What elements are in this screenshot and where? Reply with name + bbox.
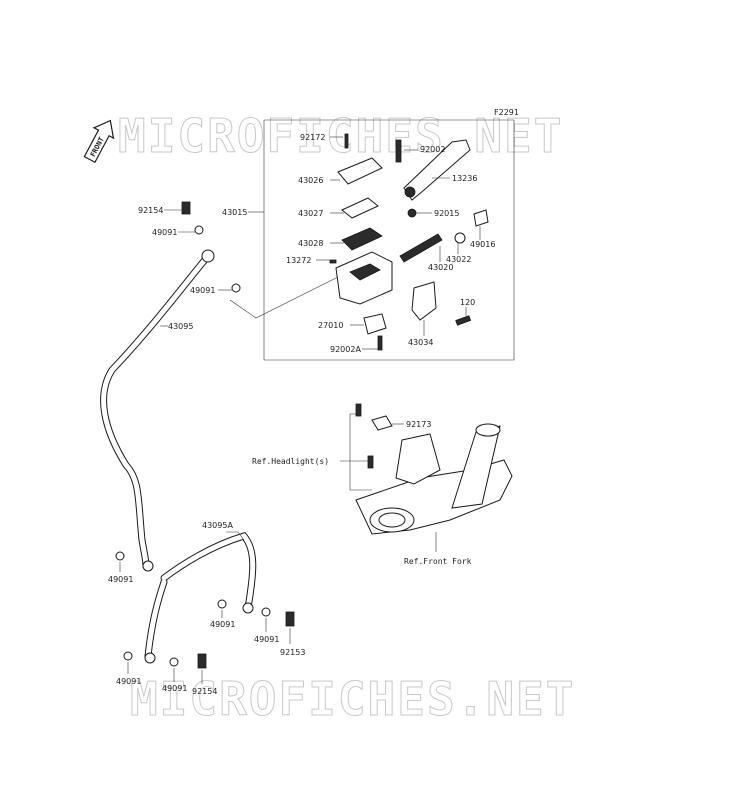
leader-lines [119,136,481,684]
washer-top [194,225,204,235]
figure-code: F2291 [494,108,519,117]
part-label-43027: 43027 [298,209,323,218]
part-label-43026: 43026 [298,176,323,185]
diaphragm-plate [341,197,379,219]
part-label-43015: 43015 [222,208,247,217]
fork-bracket [355,403,513,535]
banjo-fitting-left [144,652,156,664]
washer-d [217,599,227,609]
part-label-43095: 43095 [168,322,193,331]
clamp-bolt [377,335,383,351]
part-label-49091-c: 49091 [108,575,133,584]
washer-c [115,551,125,561]
part-label-92153: 92153 [280,648,305,657]
diaphragm [341,227,383,251]
banjo-fitting-top [201,249,215,263]
part-label-13236: 13236 [452,174,477,183]
part-label-43020: 43020 [428,263,453,272]
part-label-49091-a: 49091 [152,228,177,237]
brake-hose-upper [100,252,212,570]
part-label-43022: 43022 [446,255,471,264]
switch-screw [455,315,472,326]
part-label-49016: 49016 [470,240,495,249]
part-label-49091-f: 49091 [116,677,141,686]
reservoir-cap [337,157,383,185]
small-screw [329,259,337,264]
washer-f [123,651,133,661]
washer-e [261,607,271,617]
part-label-43095a: 43095A [202,521,233,530]
rubber-cap [473,209,489,227]
piston-kit [399,233,443,263]
pivot-nut [407,208,417,218]
part-label-92173: 92173 [406,420,431,429]
part-label-43034: 43034 [408,338,433,347]
front-arrow-icon: FRONT [83,119,115,164]
part-label-92154-bottom: 92154 [192,687,217,696]
part-label-43028: 43028 [298,239,323,248]
part-label-120: 120 [460,298,475,307]
part-label-92172: 92172 [300,133,325,142]
part-label-27010: 27010 [318,321,343,330]
part-label-92015: 92015 [434,209,459,218]
brake-lever [403,139,471,201]
part-label-49091-e: 49091 [254,635,279,644]
banjo-bolt-right [285,611,295,627]
circlip [454,232,466,244]
part-label-92002: 92002 [420,145,445,154]
part-label-49091-d: 49091 [210,620,235,629]
cap-screw [344,133,349,149]
part-label-13272: 13272 [286,256,311,265]
banjo-bolt-top [181,201,191,215]
washer-g [169,657,179,667]
ref-headlight: Ref.Headlight(s) [252,457,329,466]
part-label-92154-top: 92154 [138,206,163,215]
part-label-49091-b: 49091 [190,286,215,295]
washer-mid [231,283,241,293]
banjo-bolt-bottom [197,653,207,669]
joint-fitting [142,560,154,572]
clamp [363,313,387,335]
brake-switch [411,281,437,321]
part-label-49091-g: 49091 [162,684,187,693]
watermark-bottom: MICROFICHES.NET [130,672,575,726]
part-label-92002a: 92002A [330,345,361,354]
ref-front-fork: Ref.Front Fork [404,557,472,566]
assembly-box [263,119,515,361]
watermark-top: MICROFICHES.NET [118,109,563,163]
banjo-fitting-right [242,602,254,614]
pivot-bolt [395,139,402,163]
